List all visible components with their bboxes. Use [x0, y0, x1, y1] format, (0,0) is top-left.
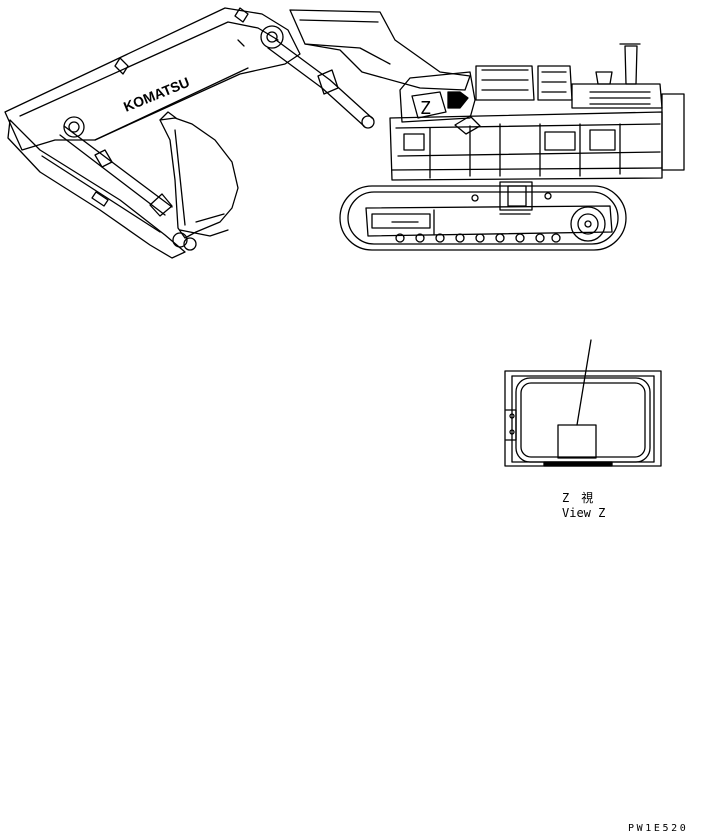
brand-text: KOMATSU: [121, 74, 192, 115]
view-marker-z: Z: [420, 98, 431, 119]
bucket: [159, 111, 239, 251]
track-assembly: [339, 181, 627, 251]
excavator-illustration: Z KOMATSU: [4, 7, 685, 259]
label-decal: [557, 424, 597, 459]
stick: [289, 9, 471, 91]
leader-line: [576, 339, 592, 426]
arm-cylinder: [59, 125, 173, 217]
track-rollers: [395, 192, 561, 243]
boom-cylinder: [267, 39, 375, 129]
arm: [7, 119, 188, 259]
upper-structure: Z: [389, 43, 685, 181]
boom: [4, 7, 301, 151]
view-caption-english: View Z: [562, 506, 605, 520]
drawing-code: PW1E520: [628, 823, 688, 834]
view-z-detail: [504, 339, 662, 467]
view-caption-japanese: Z 視: [562, 490, 593, 505]
